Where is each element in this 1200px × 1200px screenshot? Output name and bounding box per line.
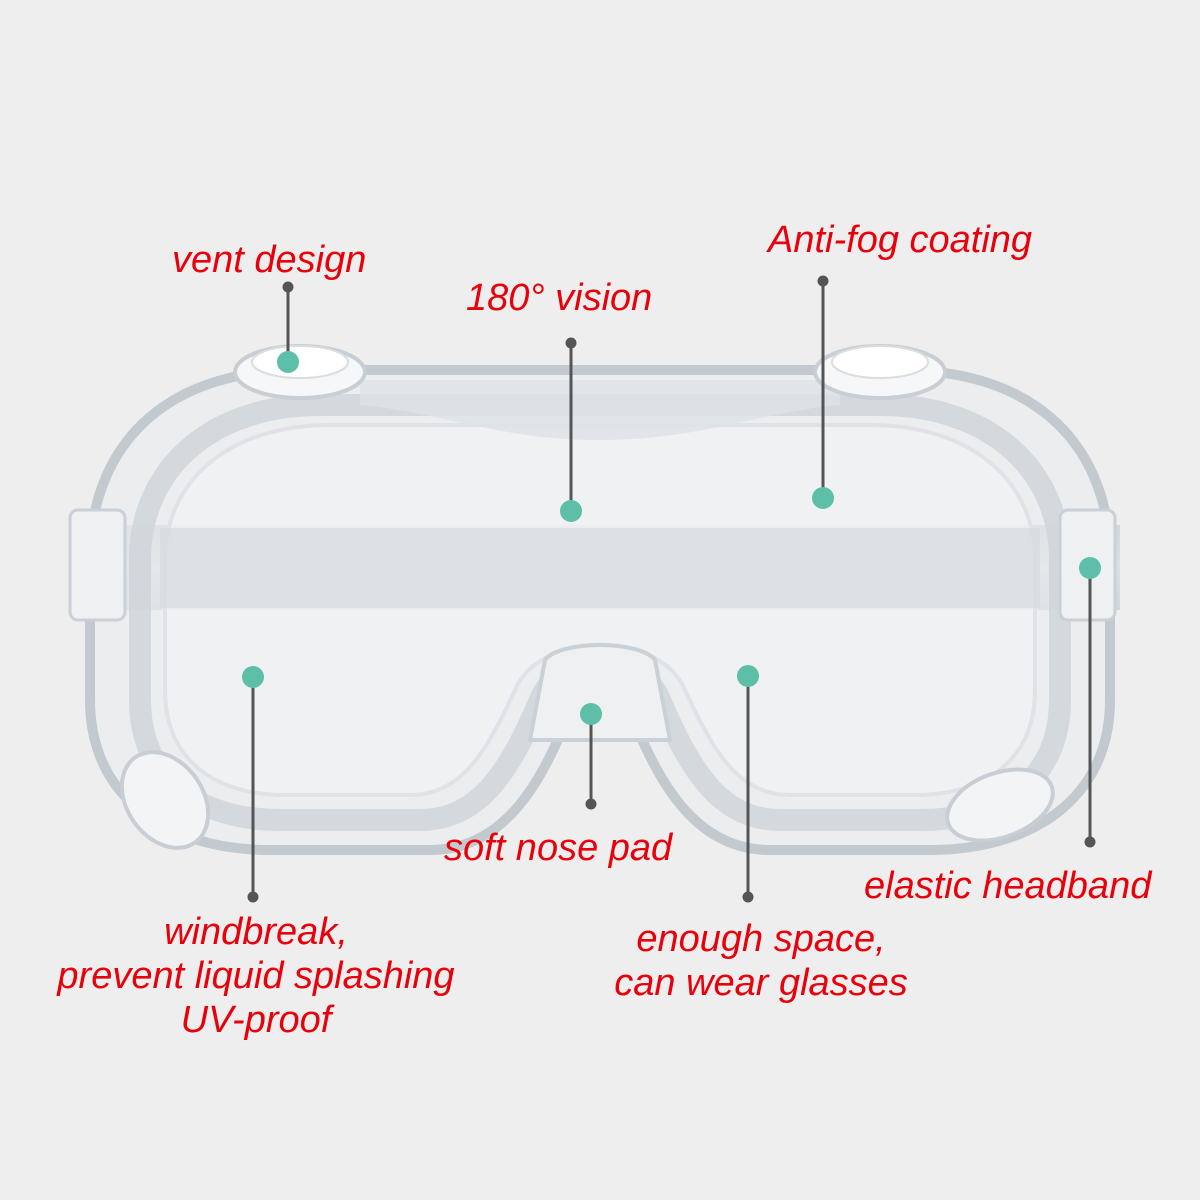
marker-antifog-icon	[812, 487, 834, 509]
label-vent-design: vent design	[172, 239, 367, 281]
marker-headband-icon	[1079, 557, 1101, 579]
nose-bridge	[527, 643, 673, 742]
marker-wind-icon	[242, 666, 264, 688]
label-elastic-headband: elastic headband	[864, 865, 1152, 907]
vent-top-left	[233, 344, 367, 400]
vent-bottom-right	[945, 767, 1055, 843]
label-180-vision: 180° vision	[466, 277, 653, 319]
strap-buckle-left	[68, 508, 127, 622]
vent-bottom-left	[119, 750, 211, 850]
marker-space-icon	[737, 665, 759, 687]
vent-top-right	[813, 344, 947, 400]
label-enough-space: enough space, can wear glasses	[614, 918, 908, 1004]
marker-vision-icon	[560, 500, 582, 522]
label-soft-nose-pad: soft nose pad	[444, 827, 673, 869]
marker-nose-icon	[580, 703, 602, 725]
marker-vent-icon	[277, 351, 299, 373]
label-anti-fog-coating: Anti-fog coating	[768, 219, 1033, 261]
label-windbreak: windbreak, prevent liquid splashing UV-p…	[57, 911, 455, 1041]
